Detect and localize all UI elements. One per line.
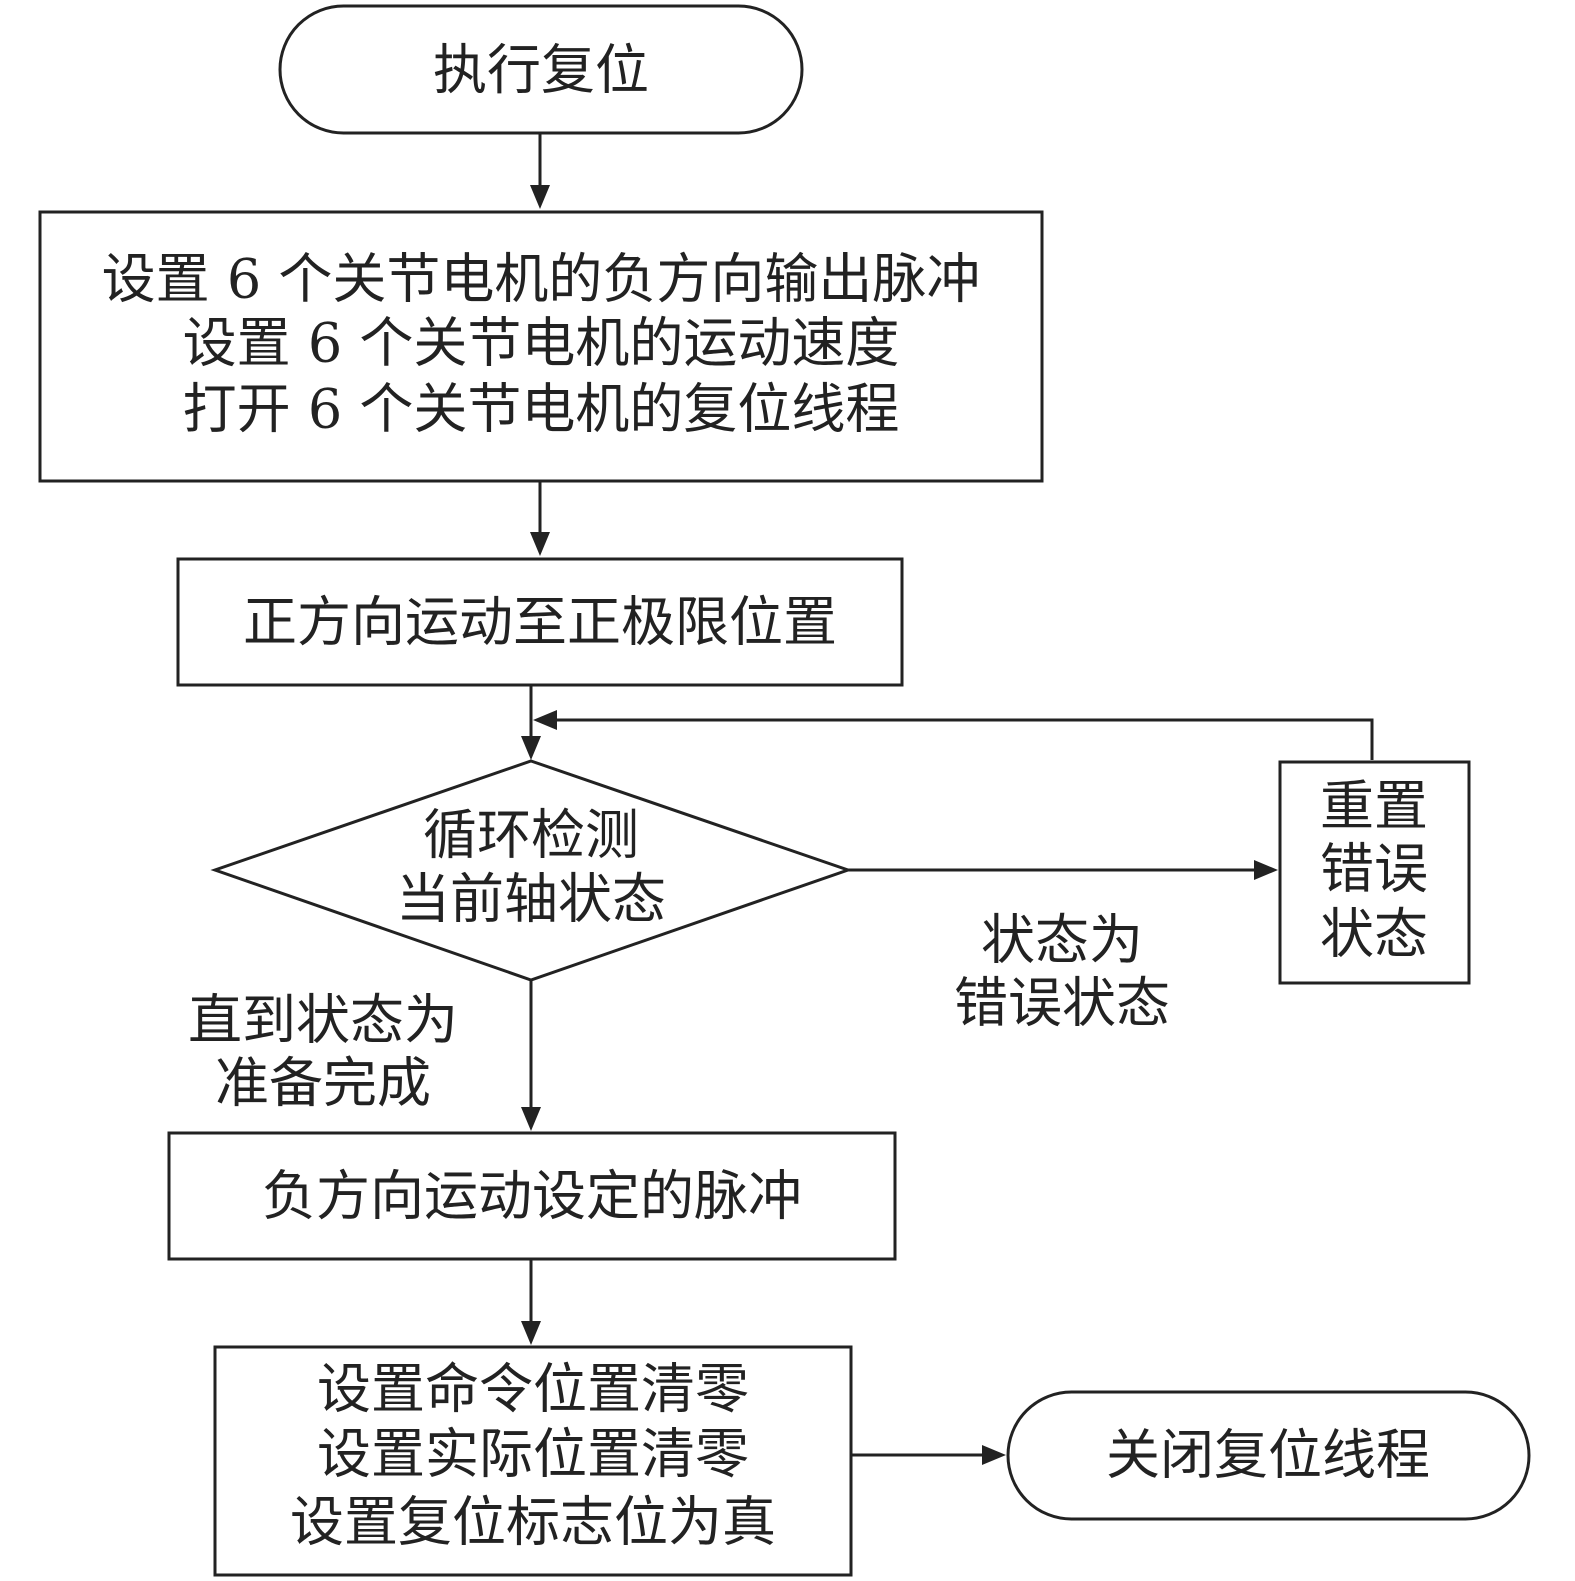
end-label: 关闭复位线程 [1106,1424,1430,1487]
clear-line-1: 设置命令位置清零 [317,1358,749,1421]
arrow-setup-to-positive [530,532,550,556]
clear-process: 设置命令位置清零 设置实际位置清零 设置复位标志位为真 [213,1345,853,1577]
error-condition-line-1: 状态为 [981,909,1143,972]
setup-line-2: 设置 6 个关节电机的运动速度 [183,312,900,375]
negative-move-label: 负方向运动设定的脉冲 [262,1165,802,1228]
reset-error-line-3: 状态 [1320,903,1428,966]
setup-process: 设置 6 个关节电机的负方向输出脉冲 设置 6 个关节电机的运动速度 打开 6 … [38,210,1044,483]
ready-condition-line-1: 直到状态为 [188,989,458,1052]
negative-move-process: 负方向运动设定的脉冲 [167,1131,897,1261]
arrow-positive-to-check [521,736,541,760]
ready-condition-label: 直到状态为 准备完成 [188,989,458,1115]
arrow-check-to-reset [1254,860,1278,880]
arrow-negative-to-clear [521,1321,541,1345]
arrow-check-to-negative [521,1107,541,1131]
arrow-clear-to-end [982,1445,1006,1465]
start-terminator: 执行复位 [278,4,804,135]
check-line-2: 当前轴状态 [396,868,666,931]
end-terminator: 关闭复位线程 [1006,1390,1531,1521]
reset-error-process: 重置 错误 状态 [1278,760,1471,985]
check-decision: 循环检测 当前轴状态 [210,759,853,982]
arrow-start-to-setup [530,185,550,209]
clear-line-3: 设置复位标志位为真 [290,1491,776,1554]
check-line-1: 循环检测 [423,804,639,867]
positive-move-process: 正方向运动至正极限位置 [176,557,904,687]
start-label: 执行复位 [433,39,649,102]
ready-condition-line-2: 准备完成 [215,1052,431,1115]
error-condition-line-2: 错误状态 [954,972,1170,1035]
setup-line-1: 设置 6 个关节电机的负方向输出脉冲 [102,248,981,311]
setup-line-3: 打开 6 个关节电机的复位线程 [183,378,900,441]
clear-line-2: 设置实际位置清零 [317,1423,749,1486]
connectors [521,134,1374,1465]
reset-error-line-1: 重置 [1320,775,1428,838]
edge-reset-loop-back [552,718,1374,760]
reset-error-line-2: 错误 [1320,838,1428,901]
arrow-reset-loop-back [533,710,557,730]
error-condition-label: 状态为 错误状态 [954,909,1170,1035]
positive-move-label: 正方向运动至正极限位置 [243,591,837,654]
